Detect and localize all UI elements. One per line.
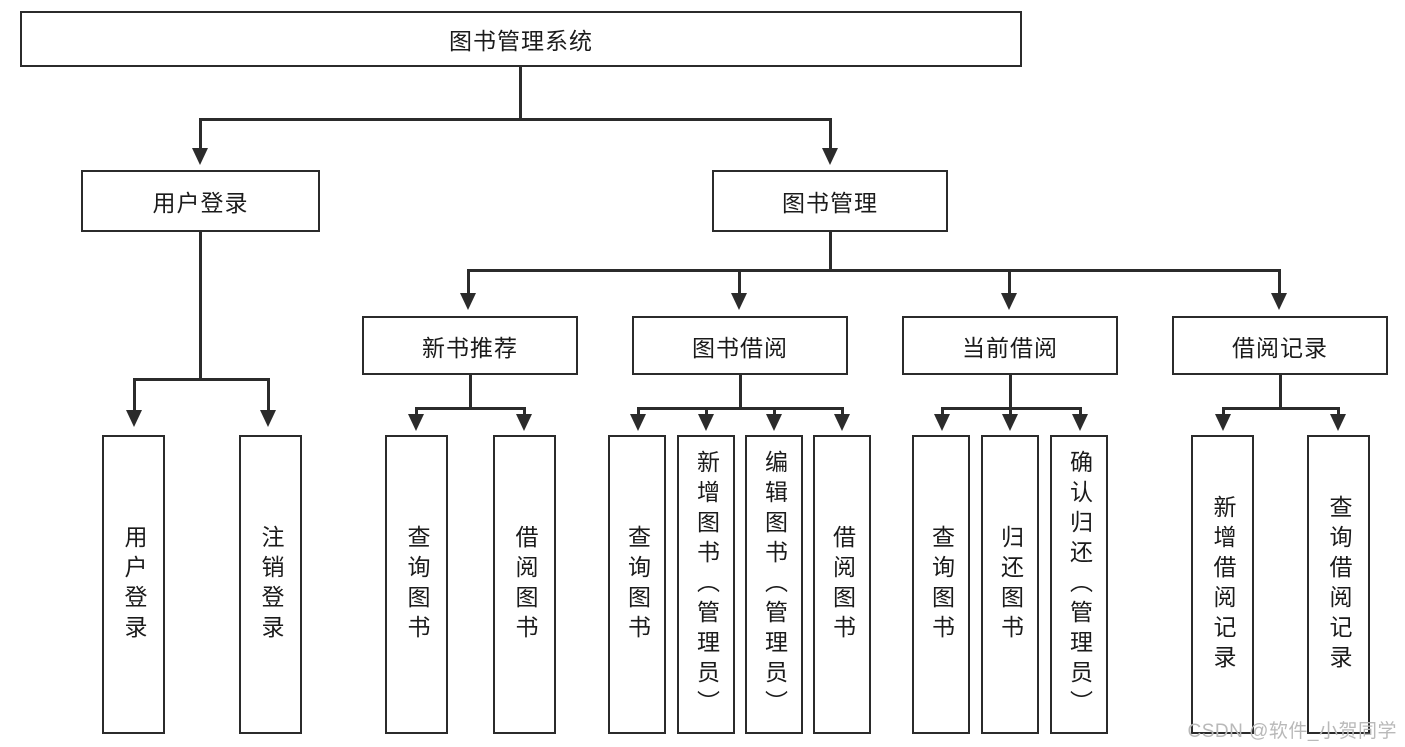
leaf-label: 查询借阅记录 [1326,494,1352,675]
arrow-to-book-management [822,148,838,165]
edge-to-user-login [199,118,202,151]
node-label: 当前借阅 [962,334,1058,361]
node-label: 借阅记录 [1232,334,1328,361]
arrow-to-book-borrow [731,293,747,310]
arrow-user-login-leaf-1 [126,410,142,427]
edge-to-book-borrow [738,269,741,296]
csdn-watermark: CSDN @软件_小贺同学 [1187,721,1397,742]
leaf-borrow-record-add-record[interactable]: 新增借阅记录 [1191,435,1254,734]
leaf-book-borrow-add-book-admin[interactable]: 新增图书（管理员） [677,435,735,734]
node-new-book-recommend[interactable]: 新书推荐 [362,316,578,375]
edge-to-borrow-record [1278,269,1281,296]
node-root-book-management-system[interactable]: 图书管理系统 [20,11,1022,67]
leaf-current-borrow-confirm-return-admin[interactable]: 确认归还（管理员） [1050,435,1108,734]
leaf-borrow-record-query-record[interactable]: 查询借阅记录 [1307,435,1370,734]
edge-to-new-book-recommend [467,269,470,296]
leaf-label: 借阅图书 [512,524,538,645]
edge-user-login-drop-2 [267,378,270,413]
node-label: 图书管理 [782,190,878,216]
leaf-label: 归还图书 [997,524,1024,645]
edge-new-book-recommend-stem [469,375,472,409]
edge-book-borrow-bus [637,407,844,410]
edge-root-stem [519,67,522,118]
node-borrow-record[interactable]: 借阅记录 [1172,316,1388,375]
edge-user-login-stem [199,232,202,380]
arrow-to-borrow-record [1271,293,1287,310]
node-label: 新书推荐 [422,334,518,361]
leaf-label: 查询图书 [404,524,430,645]
node-book-borrow[interactable]: 图书借阅 [632,316,848,375]
leaf-new-book-recommend-borrow-book[interactable]: 借阅图书 [493,435,556,734]
leaf-label: 新增借阅记录 [1210,494,1236,675]
leaf-current-borrow-return-book[interactable]: 归还图书 [981,435,1039,734]
arrow-to-current-borrow [1001,293,1017,310]
leaf-book-borrow-borrow-book[interactable]: 借阅图书 [813,435,871,734]
leaf-book-borrow-query-book[interactable]: 查询图书 [608,435,666,734]
node-label: 图书借阅 [692,334,788,361]
arrow-book-borrow-leaf-2 [698,414,714,431]
node-label: 图书管理系统 [449,28,593,54]
arrow-to-user-login [192,148,208,165]
leaf-label: 注销登录 [258,524,284,645]
leaf-label: 查询图书 [624,524,651,645]
edge-to-current-borrow [1008,269,1011,296]
edge-level2-bus [199,118,831,121]
arrow-current-borrow-leaf-3 [1072,414,1088,431]
arrow-current-borrow-leaf-1 [934,414,950,431]
edge-borrow-record-stem [1279,375,1282,409]
leaf-label: 借阅图书 [829,524,856,645]
arrow-borrow-record-leaf-2 [1330,414,1346,431]
leaf-book-borrow-edit-book-admin[interactable]: 编辑图书（管理员） [745,435,803,734]
leaf-label: 新增图书（管理员） [693,449,720,720]
edge-user-login-drop-1 [133,378,136,413]
node-book-management[interactable]: 图书管理 [712,170,948,232]
arrow-borrow-record-leaf-1 [1215,414,1231,431]
arrow-current-borrow-leaf-2 [1002,414,1018,431]
leaf-current-borrow-query-book[interactable]: 查询图书 [912,435,970,734]
node-current-borrow[interactable]: 当前借阅 [902,316,1118,375]
arrow-new-book-recommend-leaf-1 [408,414,424,431]
leaf-label: 查询图书 [928,524,955,645]
leaf-new-book-recommend-query-book[interactable]: 查询图书 [385,435,448,734]
edge-new-book-recommend-bus [415,407,525,410]
leaf-label: 编辑图书（管理员） [761,449,788,720]
leaf-user-login-logout[interactable]: 注销登录 [239,435,302,734]
leaf-label: 用户登录 [121,524,147,645]
arrow-book-borrow-leaf-4 [834,414,850,431]
node-user-login[interactable]: 用户登录 [81,170,320,232]
edge-book-borrow-stem [739,375,742,409]
edge-level3-bus [467,269,1280,272]
arrow-book-borrow-leaf-3 [766,414,782,431]
leaf-user-login-user-login[interactable]: 用户登录 [102,435,165,734]
edge-current-borrow-stem [1009,375,1012,409]
edge-borrow-record-bus [1222,407,1339,410]
arrow-book-borrow-leaf-1 [630,414,646,431]
leaf-label: 确认归还（管理员） [1066,449,1093,720]
node-label: 用户登录 [152,190,249,216]
arrow-user-login-leaf-2 [260,410,276,427]
edge-book-management-stem [829,232,832,271]
arrow-new-book-recommend-leaf-2 [516,414,532,431]
edge-to-book-management [829,118,832,151]
edge-user-login-bus [133,378,269,381]
arrow-to-new-book-recommend [460,293,476,310]
